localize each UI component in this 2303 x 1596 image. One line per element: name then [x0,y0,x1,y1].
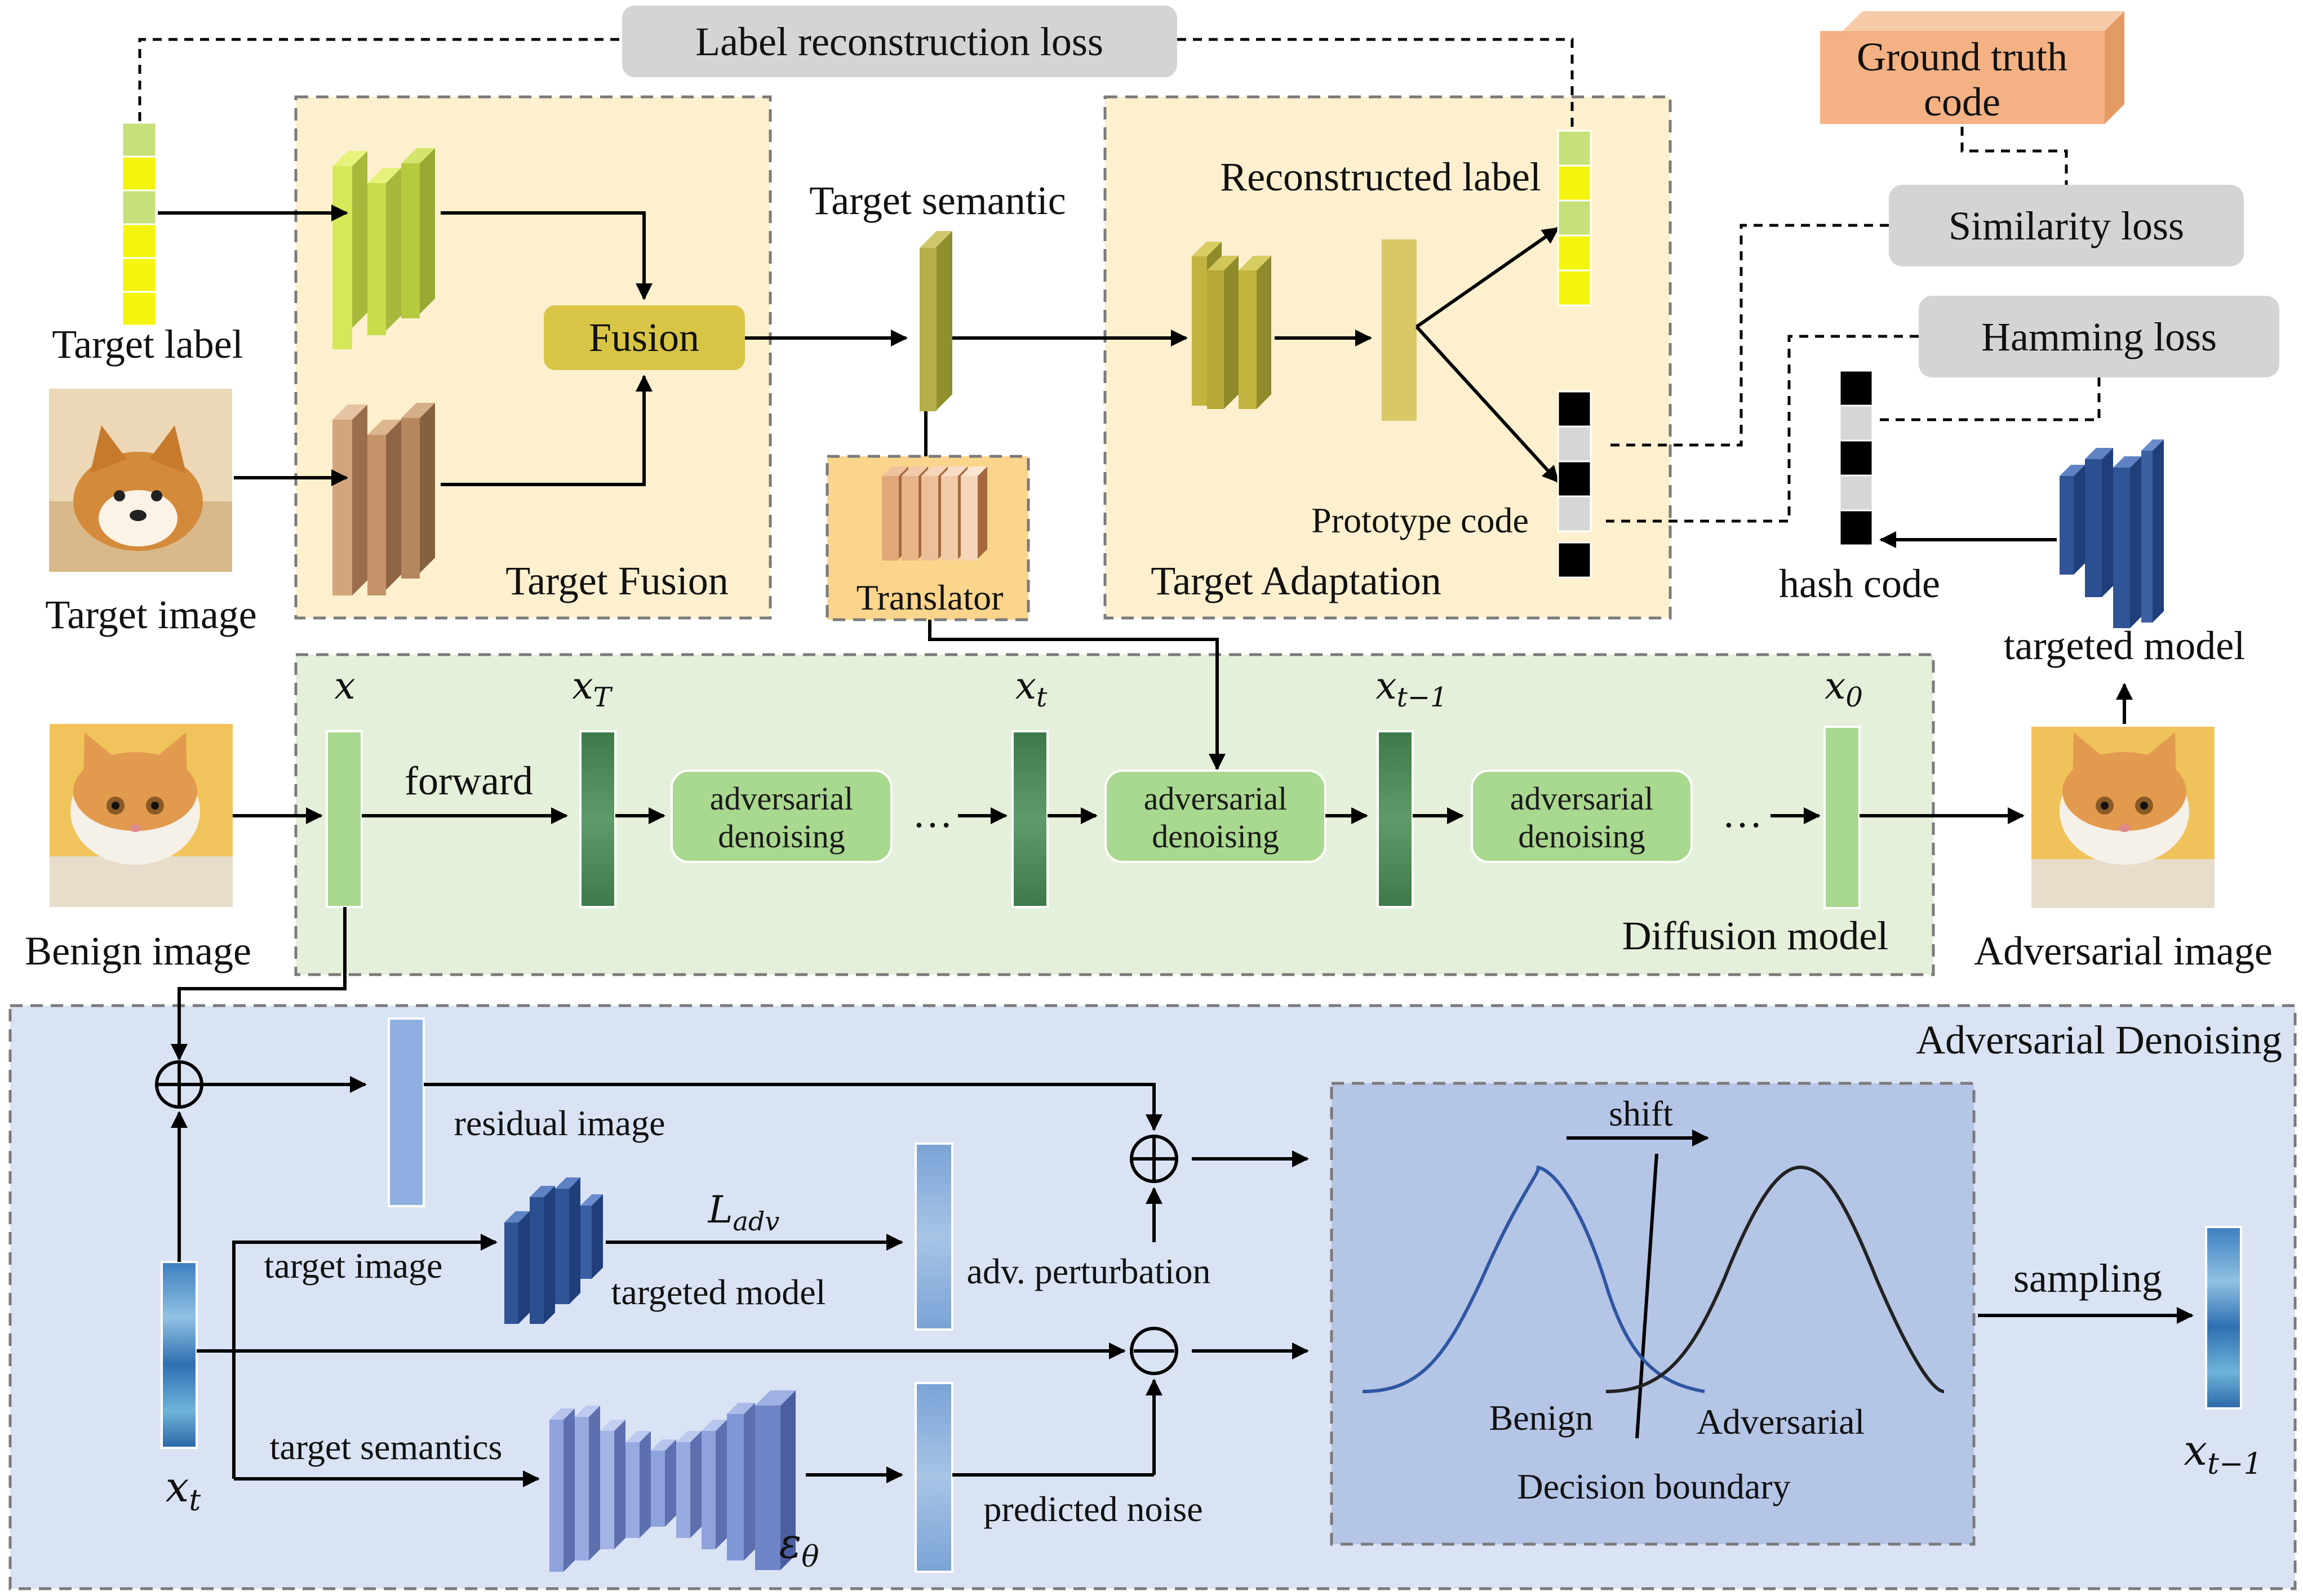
targeted-model-icon-bottom [504,1177,603,1324]
targeted-model-caption-top: targeted model [2004,623,2246,668]
residual-image-bar [388,1017,425,1207]
x-t-bar [1011,730,1049,908]
ground-truth-code-box: Ground truth code [1820,11,2124,125]
ellipsis-2: … [1722,791,1763,836]
x-0-label: x0 [1825,664,1863,713]
targeted-model-caption-bottom: targeted model [611,1272,826,1312]
target-adaptation-title: Target Adaptation [1151,558,1441,603]
target-label-caption: Target label [52,322,243,367]
reconstructed-label-vector [1557,130,1592,306]
translator-icon [882,466,987,561]
add-operator-left [155,1060,203,1109]
prototype-code-caption: Prototype code [1311,500,1529,540]
x-label: x [334,664,355,708]
adv-perturbation-caption: adv. perturbation [966,1251,1210,1291]
decision-boundary-line [1635,1153,1658,1439]
shift-label: shift [1609,1093,1673,1133]
x-t-minus-1-bar [1377,730,1414,908]
denoise-box-1-line2: denoising [718,818,845,855]
epsilon-theta-label: εθ [779,1519,819,1574]
label-reconstruction-loss-text: Label reconstruction loss [695,19,1103,64]
reconstructed-label-caption: Reconstructed label [1220,154,1541,199]
x-0-bar [1823,726,1861,909]
ground-truth-line2: code [1924,79,2000,125]
forward-label: forward [405,758,533,803]
sampling-caption: sampling [2013,1256,2162,1301]
adversarial-image-cat [2031,727,2215,908]
hash-code-vector [1839,370,1874,546]
x-bar [326,730,363,908]
ground-truth-line1: Ground truth [1857,34,2067,79]
denoise-box-3 [1471,770,1693,863]
label-encoder-icon [332,148,435,349]
hamming-loss-pill [1919,296,2279,377]
target-fusion-title: Target Fusion [505,558,729,603]
x-t-input-bar [161,1261,198,1449]
adversarial-denoising-title: Adversarial Denoising [1916,1017,2282,1062]
similarity-loss-text: Similarity loss [1949,203,2184,248]
predicted-noise-bar [915,1382,953,1573]
translator-text: Translator [857,577,1004,617]
benign-distribution-curve [1362,1166,1705,1393]
denoise-box-3-line1: adversarial [1510,780,1653,817]
target-label-vector [121,122,157,327]
adversarial-image-caption: Adversarial image [1974,928,2273,973]
prototype-code-vector [1557,390,1592,579]
diffusion-model-title: Diffusion model [1622,913,1889,958]
targeted-model-icon-top [2060,439,2164,628]
hamming-loss-text: Hamming loss [1981,314,2217,359]
denoise-box-2-line2: denoising [1152,818,1279,855]
subtract-operator [1130,1327,1178,1375]
target-semantics-caption: target semantics [270,1427,503,1467]
target-image-dog [49,389,232,572]
image-encoder-icon [332,403,435,595]
denoise-box-1 [671,770,893,863]
ellipsis-1: … [912,791,953,836]
adaptation-encoder-icon [1192,242,1271,409]
l-adv-label: Ladv [708,1188,780,1237]
decision-boundary-caption: Decision boundary [1517,1466,1790,1506]
denoise-box-3-line2: denoising [1518,818,1645,855]
add-operator-right [1130,1135,1178,1183]
similarity-loss-pill [1889,185,2244,266]
target-image-caption: Target image [45,592,256,637]
adversarial-caption: Adversarial [1697,1402,1865,1442]
hash-code-caption: hash code [1779,561,1940,606]
benign-caption: Benign [1489,1398,1594,1438]
decision-panel [1330,1082,1976,1546]
predicted-noise-caption: predicted noise [983,1489,1202,1529]
fusion-text: Fusion [589,315,699,360]
benign-image-cat [50,724,233,907]
denoise-box-2-line1: adversarial [1144,780,1287,817]
unet-noise-predictor-icon [549,1390,796,1572]
label-reconstruction-loss-pill [622,6,1177,77]
target-semantic-caption: Target semantic [809,178,1066,223]
benign-image-caption: Benign image [25,928,251,973]
target-semantic-feature-icon [920,231,952,411]
prototype-feature-bar [1382,239,1417,421]
adversarial-distribution-curve [1605,1165,1945,1393]
denoise-box-1-line1: adversarial [710,780,853,817]
adv-perturbation-bar [915,1142,953,1331]
x-T-bar [579,730,616,908]
fusion-box [544,305,745,370]
x-t-minus-1-output-bar [2205,1226,2242,1410]
residual-image-caption: residual image [454,1103,665,1143]
target-image-branch-caption: target image [264,1246,443,1286]
